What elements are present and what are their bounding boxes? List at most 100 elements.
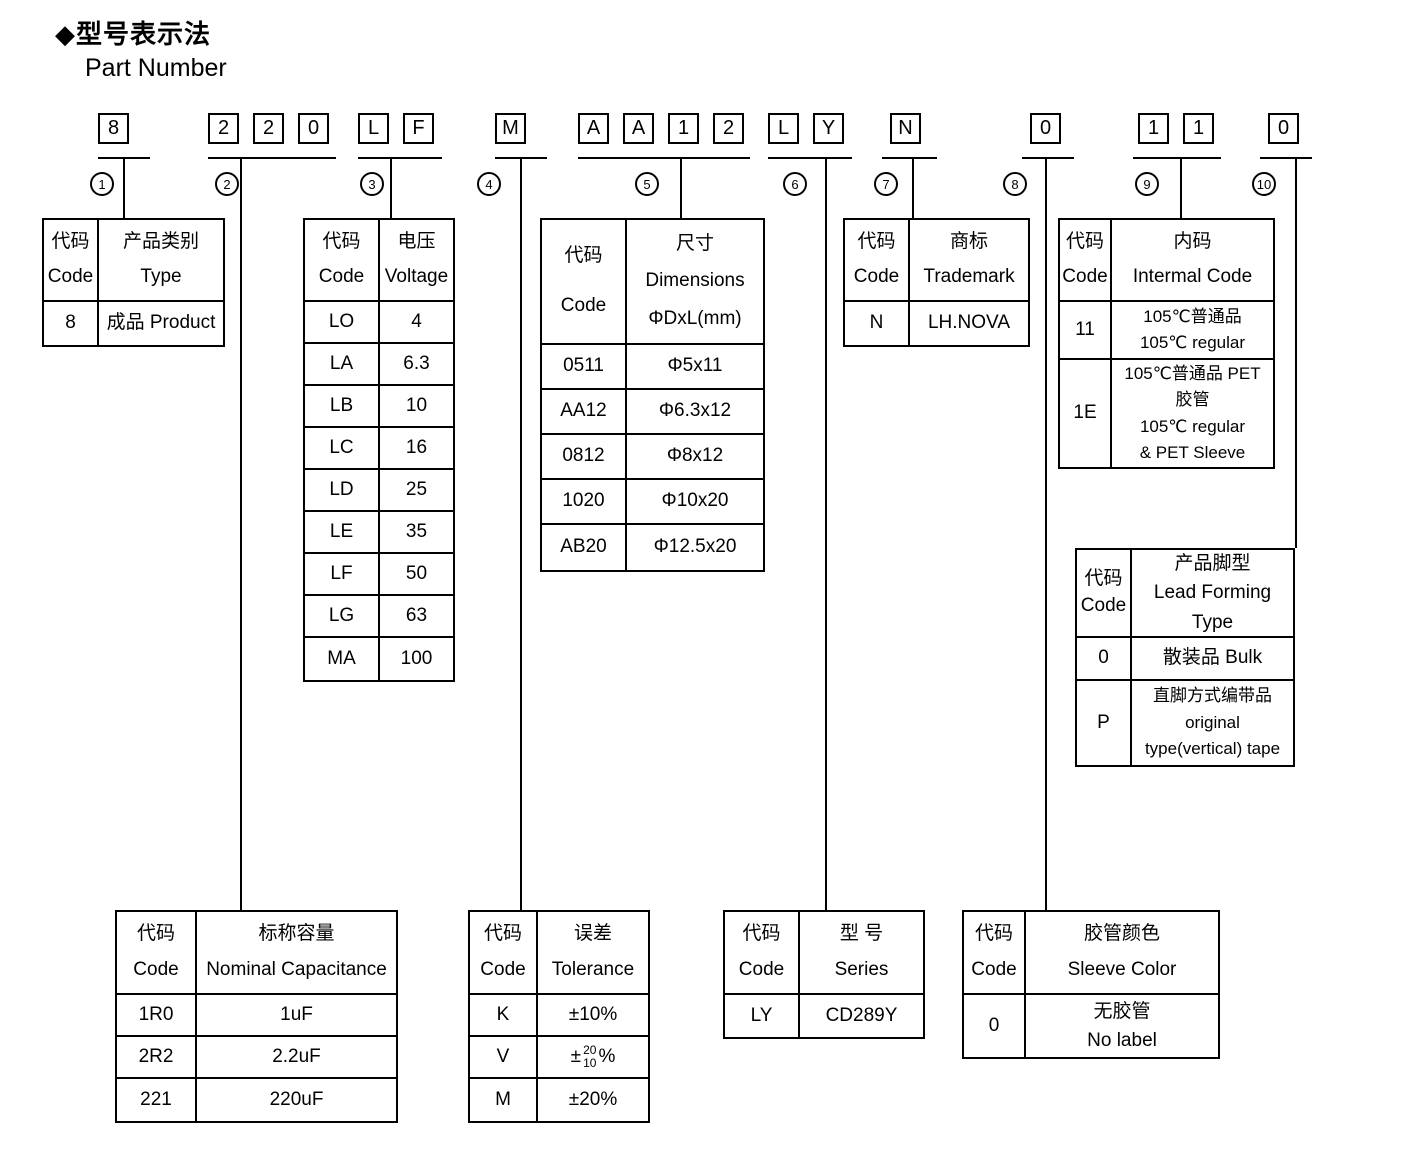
part-segment-10: 0 bbox=[1268, 113, 1299, 144]
header-cell-code: 代码 Code bbox=[44, 220, 99, 302]
part-segment-8: 0 bbox=[1030, 113, 1061, 144]
circle-digit: 4 bbox=[485, 176, 493, 192]
header-label-cn: 代码 bbox=[857, 230, 896, 252]
header-label-en: Code bbox=[480, 959, 526, 981]
part-char-box: 2 bbox=[208, 113, 239, 144]
table-cell: N bbox=[845, 302, 910, 345]
table-cell: 0 bbox=[964, 995, 1026, 1057]
connector-line-10 bbox=[1295, 159, 1297, 548]
table-cell: Φ12.5x20 bbox=[653, 536, 737, 558]
cell-line: type(vertical) tape bbox=[1144, 739, 1281, 759]
upper-tolerance: 20 bbox=[583, 1043, 597, 1058]
segment-underline bbox=[578, 157, 750, 159]
table-cell: Φ8x12 bbox=[627, 435, 763, 480]
header-label-en: Tolerance bbox=[551, 959, 635, 981]
segment-underline bbox=[768, 157, 852, 159]
table-cell: LG bbox=[305, 596, 380, 638]
part-segment-7: N bbox=[890, 113, 921, 144]
cell-line: 胶管 bbox=[1175, 390, 1210, 410]
page-title-en: Part Number bbox=[85, 54, 227, 82]
part-segment-4: M bbox=[495, 113, 526, 144]
table-cell: P bbox=[1077, 681, 1132, 765]
cell-line: No label bbox=[1087, 1030, 1157, 1051]
table-cell: 16 bbox=[380, 428, 453, 470]
part-char-box: A bbox=[578, 113, 609, 144]
header-label-cn: 产品脚型 bbox=[1174, 552, 1251, 574]
part-char-box: F bbox=[403, 113, 434, 144]
connector-line-6 bbox=[825, 159, 827, 910]
circle-digit: 6 bbox=[791, 176, 799, 192]
table-cell: 11 bbox=[1060, 302, 1112, 360]
table-cell: 8 bbox=[44, 302, 99, 345]
header-label-cn: 代码 bbox=[51, 230, 90, 252]
table-cell: 0812 bbox=[542, 435, 627, 480]
part-char-box: L bbox=[768, 113, 799, 144]
header-label-en: Series bbox=[834, 959, 889, 981]
connector-line-1 bbox=[123, 159, 125, 218]
header-label-en: Type bbox=[1191, 611, 1234, 633]
table-cell: 221 bbox=[117, 1079, 197, 1121]
cell-line: & PET Sleeve bbox=[1139, 442, 1246, 462]
table-cell: 25 bbox=[380, 470, 453, 512]
part-char-box: 0 bbox=[298, 113, 329, 144]
header-label-cn: 电压 bbox=[397, 230, 436, 252]
header-cell-value: 商标 Trademark bbox=[910, 220, 1028, 302]
header-label-cn: 代码 bbox=[564, 245, 603, 267]
connector-line-2 bbox=[240, 159, 242, 910]
table-cell: LB bbox=[305, 386, 380, 428]
circle-digit: 8 bbox=[1011, 176, 1019, 192]
table-cell: 10 bbox=[380, 386, 453, 428]
table-cell: 1020 bbox=[542, 480, 627, 525]
table-cell: ±10% bbox=[538, 995, 648, 1037]
part-char-box: 0 bbox=[1268, 113, 1299, 144]
header-label-en: Code bbox=[133, 959, 179, 981]
part-char-box: N bbox=[890, 113, 921, 144]
circled-number-7: 7 bbox=[874, 172, 898, 196]
header-label-en: Intermal Code bbox=[1132, 266, 1253, 288]
circled-number-6: 6 bbox=[783, 172, 807, 196]
part-char-box: A bbox=[623, 113, 654, 144]
part-char-box: 1 bbox=[1183, 113, 1214, 144]
table-cell: CD289Y bbox=[825, 1004, 898, 1026]
plus-minus-sign: ± bbox=[570, 1045, 582, 1067]
part-char-box: 1 bbox=[668, 113, 699, 144]
header-label-en: Code bbox=[47, 266, 94, 288]
page-title-cn: ◆型号表示法 bbox=[55, 19, 211, 49]
table-cell: K bbox=[470, 995, 538, 1037]
segment-underline bbox=[98, 157, 150, 159]
table-cell: LY bbox=[725, 995, 800, 1037]
table-cell: LC bbox=[305, 428, 380, 470]
connector-line-7 bbox=[912, 159, 914, 218]
header-label-en: Code bbox=[1080, 595, 1127, 616]
segment-underline bbox=[882, 157, 937, 159]
connector-line-9 bbox=[1180, 159, 1182, 218]
header-label-cn: 商标 bbox=[949, 230, 988, 252]
table-cell: Φ10x20 bbox=[627, 480, 763, 525]
header-label-en: Trademark bbox=[923, 266, 1015, 288]
table-cell: LO bbox=[305, 302, 380, 344]
circle-digit: 3 bbox=[368, 176, 376, 192]
